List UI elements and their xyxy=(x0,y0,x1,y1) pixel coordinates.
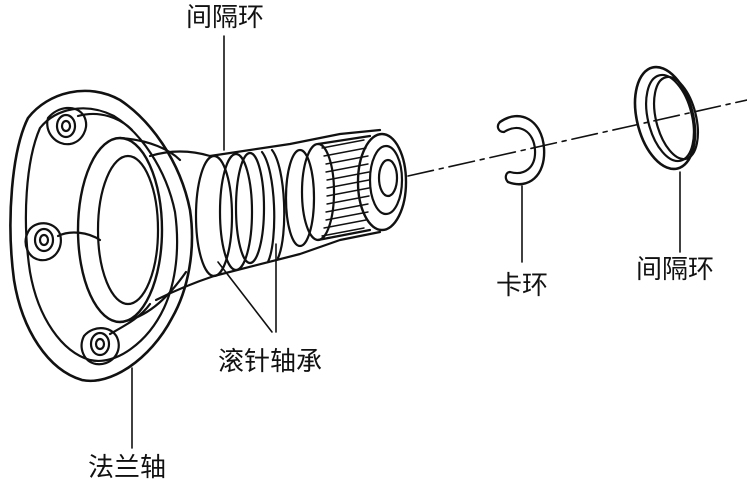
label-spacer-right: 间隔环 xyxy=(636,255,714,285)
leader-lines xyxy=(131,35,681,449)
label-snap-ring: 卡环 xyxy=(496,271,548,301)
label-flange-shaft: 法兰轴 xyxy=(88,453,166,483)
label-needle-bearing: 滚针轴承 xyxy=(218,347,322,377)
label-spacer-top: 间隔环 xyxy=(186,3,264,33)
snap-ring-part xyxy=(496,115,546,186)
shaft-body xyxy=(194,128,408,278)
spacer-ring-part xyxy=(633,65,700,171)
flange-shaft xyxy=(9,89,216,383)
leader-bearing-a xyxy=(217,261,273,333)
axis-centerline xyxy=(407,99,747,177)
